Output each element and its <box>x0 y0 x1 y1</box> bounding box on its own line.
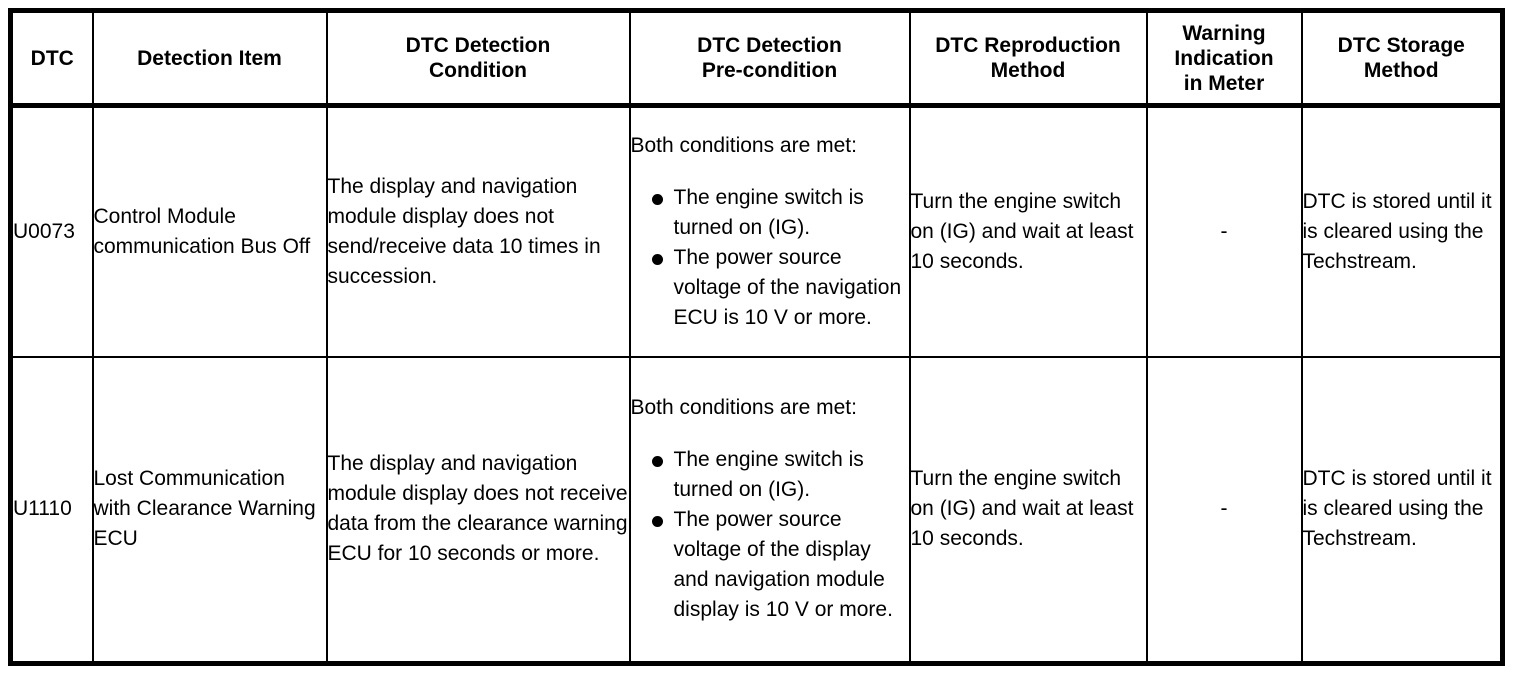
table-row: U1110 Lost Communication with Clearance … <box>10 356 1503 664</box>
cell-detection-precondition: Both conditions are met: The engine swit… <box>628 105 911 358</box>
column-header-reproduction-method-line1: DTC Reproduction <box>935 34 1121 57</box>
storage-method-text: DTC is stored until it is cleared using … <box>1302 189 1492 273</box>
list-item: The engine switch is turned on (IG). <box>631 183 909 243</box>
precondition-list: The engine switch is turned on (IG). The… <box>631 445 909 625</box>
column-header-storage-method-line2: Method <box>1363 59 1439 82</box>
detection-condition-text: The display and navigation module displa… <box>327 174 601 288</box>
column-header-reproduction-method-line2: Method <box>990 59 1066 82</box>
table-body: U0073 Control Module communication Bus O… <box>10 105 1503 664</box>
reproduction-method-text: Turn the engine switch on (IG) and wait … <box>910 467 1134 551</box>
bullet-icon <box>651 516 663 528</box>
cell-detection-precondition: Both conditions are met: The engine swit… <box>628 356 911 664</box>
column-header-warning-indication-line1: Warning <box>1182 21 1266 45</box>
precondition-intro-text: Both conditions are met: <box>630 396 857 420</box>
column-header-detection-precondition-line1: DTC Detection <box>697 34 842 57</box>
table-row: U0073 Control Module communication Bus O… <box>10 105 1503 358</box>
column-header-warning-indication: Warning Indication in Meter <box>1145 10 1303 108</box>
column-header-detection-precondition: DTC Detection Pre-condition <box>628 10 911 108</box>
column-header-dtc: DTC <box>10 10 94 108</box>
precondition-item-text: The engine switch is turned on (IG). <box>673 448 864 502</box>
bullet-icon <box>651 253 663 265</box>
precondition-intro-text: Both conditions are met: <box>630 133 857 157</box>
column-header-dtc-label: DTC <box>30 46 74 70</box>
reproduction-method-text: Turn the engine switch on (IG) and wait … <box>910 189 1134 273</box>
cell-dtc-code: U1110 <box>10 356 94 664</box>
dtc-diagnostic-table: DTC Detection Item DTC Detection Conditi… <box>8 8 1505 666</box>
list-item: The engine switch is turned on (IG). <box>631 445 909 505</box>
column-header-detection-item: Detection Item <box>91 10 328 108</box>
cell-reproduction-method: Turn the engine switch on (IG) and wait … <box>908 356 1148 664</box>
cell-storage-method: DTC is stored until it is cleared using … <box>1300 356 1503 664</box>
cell-reproduction-method: Turn the engine switch on (IG) and wait … <box>908 105 1148 358</box>
column-header-detection-condition: DTC Detection Condition <box>325 10 631 108</box>
precondition-list: The engine switch is turned on (IG). The… <box>631 183 909 333</box>
detection-item-text: Control Module communication Bus Off <box>93 204 311 258</box>
column-header-storage-method-line1: DTC Storage <box>1337 34 1465 57</box>
cell-detection-condition: The display and navigation module displa… <box>325 105 631 358</box>
cell-warning-indication: - <box>1145 356 1303 664</box>
cell-detection-item: Control Module communication Bus Off <box>91 105 328 358</box>
table-header: DTC Detection Item DTC Detection Conditi… <box>10 10 1503 108</box>
bullet-icon <box>651 193 663 205</box>
cell-detection-condition: The display and navigation module displa… <box>325 356 631 664</box>
column-header-detection-item-label: Detection Item <box>137 46 282 70</box>
precondition-item-text: The power source voltage of the navigati… <box>673 245 902 329</box>
list-item: The power source voltage of the navigati… <box>631 243 909 333</box>
column-header-warning-indication-line3: in Meter <box>1183 71 1265 95</box>
column-header-warning-indication-line2: Indication <box>1174 46 1274 70</box>
cell-detection-item: Lost Communication with Clearance Warnin… <box>91 356 328 664</box>
cell-dtc-code: U0073 <box>10 105 94 358</box>
column-header-detection-precondition-line2: Pre-condition <box>701 59 838 82</box>
storage-method-text: DTC is stored until it is cleared using … <box>1302 467 1492 551</box>
header-row: DTC Detection Item DTC Detection Conditi… <box>10 10 1503 108</box>
column-header-detection-condition-line2: Condition <box>429 59 527 82</box>
cell-storage-method: DTC is stored until it is cleared using … <box>1300 105 1503 358</box>
precondition-item-text: The power source voltage of the display … <box>673 508 893 622</box>
list-item: The power source voltage of the display … <box>631 505 909 625</box>
bullet-icon <box>651 456 663 468</box>
detection-condition-text: The display and navigation module displa… <box>327 452 628 566</box>
cell-warning-indication: - <box>1145 105 1303 358</box>
column-header-reproduction-method: DTC Reproduction Method <box>908 10 1148 108</box>
precondition-item-text: The engine switch is turned on (IG). <box>673 185 864 239</box>
detection-item-text: Lost Communication with Clearance Warnin… <box>93 467 316 551</box>
column-header-storage-method: DTC Storage Method <box>1300 10 1503 108</box>
column-header-detection-condition-line1: DTC Detection <box>405 34 551 57</box>
